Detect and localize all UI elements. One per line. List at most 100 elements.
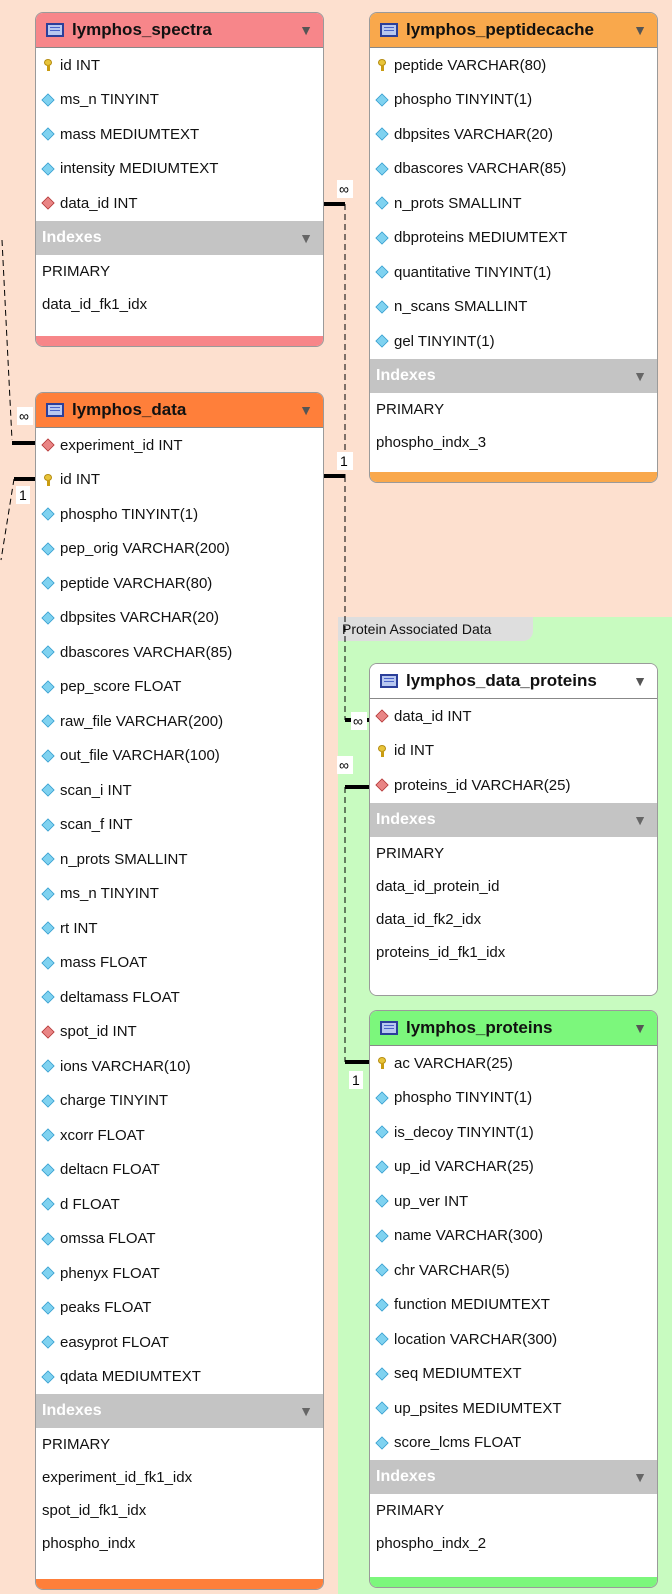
table-footer [370,1577,657,1587]
column-row[interactable]: charge TINYINT [36,1084,323,1119]
index-row[interactable]: phospho_indx_2 [376,1535,487,1552]
collapse-triangle-icon[interactable]: ▼ [299,402,313,418]
table-header[interactable]: lymphos_proteins▼ [370,1011,657,1046]
column-row[interactable]: pep_score FLOAT [36,670,323,705]
indexes-header[interactable]: Indexes▼ [370,358,657,393]
column-row[interactable]: n_prots SMALLINT [370,186,657,221]
column-row[interactable]: peaks FLOAT [36,1291,323,1326]
collapse-triangle-icon[interactable]: ▼ [299,1403,313,1419]
index-row[interactable]: spot_id_fk1_idx [42,1502,147,1519]
column-row[interactable]: id INT [370,734,657,769]
column-row[interactable]: ac VARCHAR(25) [370,1046,657,1081]
column-row[interactable]: up_psites MEDIUMTEXT [370,1391,657,1426]
column-row[interactable]: peptide VARCHAR(80) [370,48,657,83]
index-row[interactable]: PRIMARY [376,1502,445,1519]
collapse-triangle-icon[interactable]: ▼ [633,673,647,689]
column-row[interactable]: n_prots SMALLINT [36,842,323,877]
column-row[interactable]: deltacn FLOAT [36,1153,323,1188]
column-row[interactable]: id INT [36,48,323,83]
collapse-triangle-icon[interactable]: ▼ [633,22,647,38]
collapse-triangle-icon[interactable]: ▼ [299,22,313,38]
column-row[interactable]: scan_i INT [36,773,323,808]
indexes-header[interactable]: Indexes▼ [370,1460,657,1494]
collapse-triangle-icon[interactable]: ▼ [633,367,647,384]
column-row[interactable]: dbascores VARCHAR(85) [36,635,323,670]
column-row[interactable]: dbpsites VARCHAR(20) [370,117,657,152]
table-header[interactable]: lymphos_peptidecache▼ [370,13,657,48]
column-row[interactable]: ions VARCHAR(10) [36,1049,323,1084]
column-row[interactable]: intensity MEDIUMTEXT [36,152,323,187]
indexes-header[interactable]: Indexes▼ [36,220,323,255]
table-lymphos-peptidecache[interactable]: lymphos_peptidecache▼peptide VARCHAR(80)… [369,12,658,483]
column-row[interactable]: score_lcms FLOAT [370,1426,657,1461]
collapse-triangle-icon[interactable]: ▼ [299,229,313,246]
column-row[interactable]: phenyx FLOAT [36,1256,323,1291]
index-row[interactable]: proteins_id_fk1_idx [376,943,506,961]
index-row[interactable]: data_id_fk1_idx [42,295,148,313]
table-header[interactable]: lymphos_data▼ [36,393,323,428]
column-row[interactable]: scan_f INT [36,808,323,843]
column-row[interactable]: omssa FLOAT [36,1222,323,1257]
column-row[interactable]: chr VARCHAR(5) [370,1253,657,1288]
index-row[interactable]: phospho_indx_3 [376,433,487,451]
column-row[interactable]: ms_n TINYINT [36,877,323,912]
column-row[interactable]: dbascores VARCHAR(85) [370,152,657,187]
column-row[interactable]: name VARCHAR(300) [370,1219,657,1254]
column-row[interactable]: spot_id INT [36,1015,323,1050]
indexes-header[interactable]: Indexes ▼ [370,802,657,837]
index-row[interactable]: phospho_indx [42,1535,136,1552]
table-lymphos-proteins[interactable]: lymphos_proteins▼ac VARCHAR(25)phospho T… [369,1010,658,1588]
column-row[interactable]: proteins_id VARCHAR(25) [370,768,657,803]
column-row[interactable]: mass MEDIUMTEXT [36,117,323,152]
table-header[interactable]: lymphos_spectra▼ [36,13,323,48]
column-row[interactable]: pep_orig VARCHAR(200) [36,532,323,567]
column-row[interactable]: function MEDIUMTEXT [370,1288,657,1323]
column-row[interactable]: id INT [36,463,323,498]
column-row[interactable]: easyprot FLOAT [36,1325,323,1360]
column-row[interactable]: raw_file VARCHAR(200) [36,704,323,739]
column-row[interactable]: dbpsites VARCHAR(20) [36,601,323,636]
column-row[interactable]: phospho TINYINT(1) [370,83,657,118]
column-row[interactable]: gel TINYINT(1) [370,324,657,359]
column-row[interactable]: dbproteins MEDIUMTEXT [370,221,657,256]
indexes-label: Indexes [376,810,436,828]
collapse-triangle-icon[interactable]: ▼ [633,1020,647,1036]
column-label: deltamass FLOAT [60,988,180,1006]
column-row[interactable]: xcorr FLOAT [36,1118,323,1153]
indexes-header[interactable]: Indexes▼ [36,1394,323,1428]
column-row[interactable]: out_file VARCHAR(100) [36,739,323,774]
column-row[interactable]: ms_n TINYINT [36,83,323,118]
column-row[interactable]: phospho TINYINT(1) [370,1081,657,1116]
index-row[interactable]: PRIMARY [376,844,445,862]
column-row[interactable]: up_id VARCHAR(25) [370,1150,657,1185]
index-row[interactable]: experiment_id_fk1_idx [42,1469,193,1486]
column-row[interactable]: mass FLOAT [36,946,323,981]
column-row[interactable]: d FLOAT [36,1187,323,1222]
column-row[interactable]: seq MEDIUMTEXT [370,1357,657,1392]
index-row[interactable]: data_id_protein_id [376,877,500,895]
collapse-triangle-icon[interactable]: ▼ [633,1469,647,1485]
index-row[interactable]: PRIMARY [42,1436,111,1453]
index-row[interactable]: PRIMARY [42,262,111,280]
column-row[interactable]: phospho TINYINT(1) [36,497,323,532]
index-row[interactable]: PRIMARY [376,400,445,418]
column-row[interactable]: peptide VARCHAR(80) [36,566,323,601]
column-row[interactable]: qdata MEDIUMTEXT [36,1360,323,1395]
index-row[interactable]: data_id_fk2_idx [376,910,482,928]
table-icon [380,674,398,688]
column-row[interactable]: location VARCHAR(300) [370,1322,657,1357]
collapse-triangle-icon[interactable]: ▼ [633,811,647,828]
column-row[interactable]: data_id INT [370,699,657,734]
column-row[interactable]: up_ver INT [370,1184,657,1219]
column-row[interactable]: is_decoy TINYINT(1) [370,1115,657,1150]
column-row[interactable]: experiment_id INT [36,428,323,463]
column-row[interactable]: deltamass FLOAT [36,980,323,1015]
column-row[interactable]: data_id INT [36,186,323,221]
table-header[interactable]: lymphos_data_proteins▼ [370,664,657,699]
column-row[interactable]: rt INT [36,911,323,946]
column-row[interactable]: n_scans SMALLINT [370,290,657,325]
column-row[interactable]: quantitative TINYINT(1) [370,255,657,290]
